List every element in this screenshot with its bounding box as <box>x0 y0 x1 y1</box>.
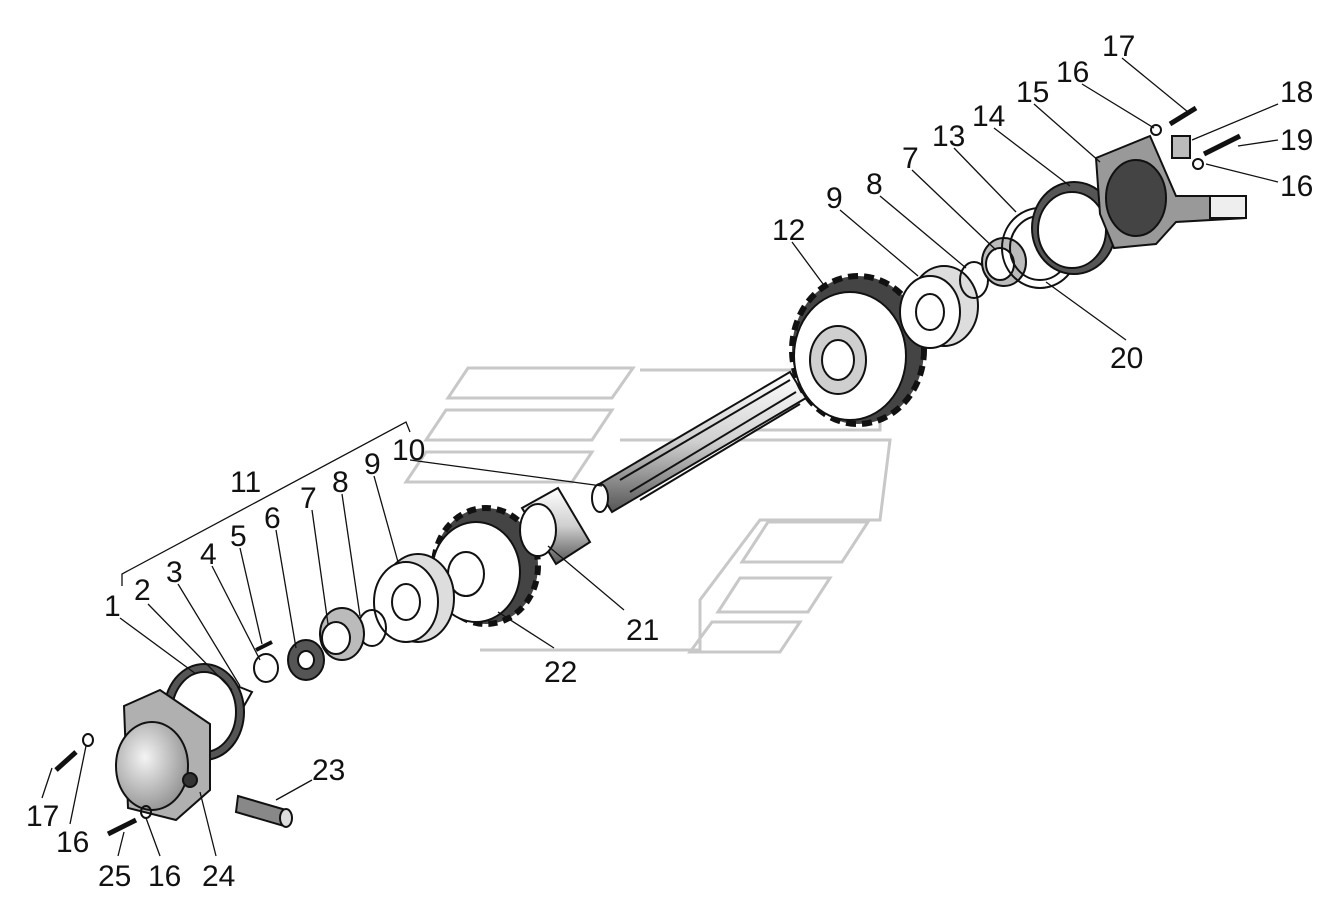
sleeve-21 <box>519 486 592 566</box>
bolt-19 <box>1202 133 1242 157</box>
callout-3: 3 <box>166 556 183 589</box>
callout-10: 10 <box>392 434 425 467</box>
housing-15 <box>1094 134 1247 250</box>
lock-washer-6 <box>287 639 325 681</box>
callout-4: 4 <box>200 538 217 571</box>
callout-2: 2 <box>134 574 151 607</box>
callout-16-right-bottom: 16 <box>1280 170 1313 203</box>
watermark-logo <box>403 366 892 654</box>
callout-17-left: 17 <box>26 800 59 833</box>
bolt-25 <box>106 817 138 837</box>
nut-7-left <box>319 607 365 661</box>
bolt-17-left <box>54 750 78 772</box>
callout-11: 11 <box>230 466 261 499</box>
callout-9-right: 9 <box>826 182 843 215</box>
callout-7-right: 7 <box>902 142 919 175</box>
valve-23 <box>234 794 293 828</box>
callout-8-left: 8 <box>332 466 349 499</box>
main-shaft <box>591 370 808 514</box>
washer-16-right-bottom <box>1192 158 1204 170</box>
callout-16-left-bottom: 16 <box>148 860 181 893</box>
gasket-14 <box>1031 181 1117 275</box>
callout-16-right-top: 16 <box>1056 56 1089 89</box>
callout-25: 25 <box>98 860 131 893</box>
callout-labels: 17 16 18 19 16 15 14 13 7 8 9 12 20 10 1… <box>26 30 1313 893</box>
snap-ring-8-right <box>959 261 989 299</box>
plate-4 <box>253 653 279 683</box>
callout-21: 21 <box>626 614 659 647</box>
gear-12 <box>789 273 927 427</box>
callout-6: 6 <box>264 502 281 535</box>
callout-1: 1 <box>104 590 121 623</box>
callout-20: 20 <box>1110 342 1143 375</box>
bearing-9-left <box>373 553 455 643</box>
pin-5 <box>255 640 273 652</box>
callout-19: 19 <box>1280 124 1313 157</box>
callout-14: 14 <box>972 100 1005 133</box>
callout-22: 22 <box>544 656 577 689</box>
callout-8-right: 8 <box>866 168 883 201</box>
bearing-9-right <box>899 265 979 349</box>
callout-17-right: 17 <box>1102 30 1135 63</box>
callout-12: 12 <box>772 214 805 247</box>
fitting-18 <box>1171 135 1191 159</box>
washer-16-right-top <box>1150 124 1162 136</box>
callout-9-left: 9 <box>364 448 381 481</box>
callout-18: 18 <box>1280 76 1313 109</box>
washer-16-left-top <box>82 733 94 747</box>
leader-lines <box>41 57 1279 857</box>
callout-24: 24 <box>202 860 235 893</box>
callout-16-left-top: 16 <box>56 826 89 859</box>
callout-13: 13 <box>932 120 965 153</box>
bolt-17-right <box>1168 105 1198 127</box>
callout-7-left: 7 <box>300 482 317 515</box>
cover-24 <box>115 688 211 822</box>
callout-23: 23 <box>312 754 345 787</box>
callout-15: 15 <box>1016 76 1049 109</box>
callout-5: 5 <box>230 520 247 553</box>
